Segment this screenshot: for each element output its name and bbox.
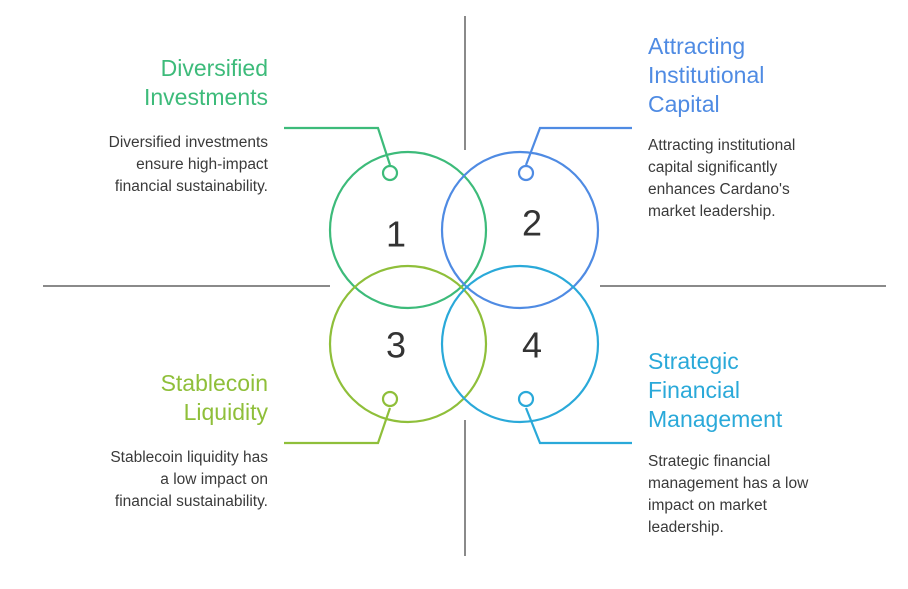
desc-stablecoin-liquidity: Stablecoin liquidity has a low impact on… (110, 449, 268, 510)
number-2: 2 (522, 203, 542, 244)
circle-1 (328, 150, 488, 310)
connector-4 (524, 407, 632, 445)
connector-2 (524, 126, 632, 166)
circle-3 (328, 264, 488, 424)
title-diversified-investments: Diversified Investments (144, 55, 268, 110)
circle-2 (440, 150, 600, 310)
number-3: 3 (386, 325, 406, 366)
number-4: 4 (522, 325, 542, 366)
desc-attracting-institutional-capital: Attracting institutional capital signifi… (648, 137, 796, 220)
desc-diversified-investments: Diversified investments ensure high-impa… (108, 134, 268, 195)
number-1: 1 (386, 214, 406, 255)
title-strategic-financial-management: Strategic Financial Management (648, 348, 783, 432)
dot-2 (517, 164, 535, 182)
dot-3 (381, 390, 399, 408)
title-stablecoin-liquidity: Stablecoin Liquidity (160, 370, 268, 425)
circle-4 (440, 264, 600, 424)
connector-1 (284, 126, 392, 166)
desc-strategic-financial-management: Strategic financial management has a low… (648, 453, 809, 536)
dot-4 (517, 390, 535, 408)
title-attracting-institutional-capital: Attracting Institutional Capital (648, 33, 765, 117)
dot-1 (381, 164, 399, 182)
